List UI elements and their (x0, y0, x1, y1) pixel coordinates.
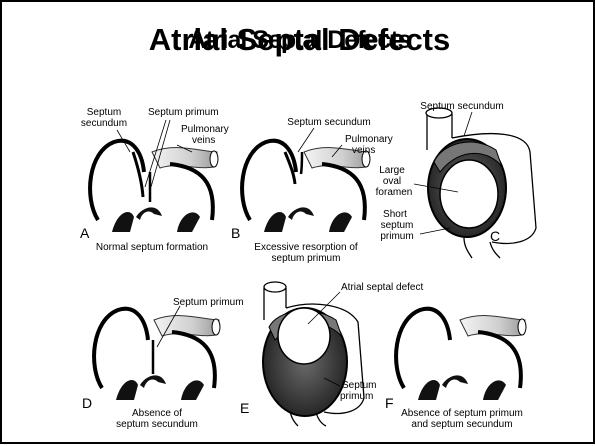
panel-b-valve-mid (288, 207, 314, 220)
panel-d: Septum primum D Absence of septum secund… (82, 297, 244, 430)
panel-f-heart-outline (396, 309, 450, 388)
panel-b-leader-secundum (298, 128, 314, 152)
panel-a-letter: A (80, 225, 90, 241)
panel-f: F Absence of septum primum and septum se… (385, 309, 526, 430)
panel-d-valve-left (116, 380, 138, 400)
panel-d-left-atrium-wall (172, 332, 215, 388)
panel-d-valve-mid (140, 375, 166, 388)
panel-d-letter: D (82, 395, 92, 411)
panel-b-caption-2: septum primum (272, 253, 341, 264)
panel-e-letter: E (240, 400, 249, 416)
panel-e-svc-top (264, 282, 286, 292)
panel-b-septum-primum-remnant (301, 152, 302, 174)
panel-a-label-pulmonary-veins-2: veins (192, 135, 215, 146)
panel-f-caption-2: and septum secundum (411, 419, 512, 430)
panel-d-vein-opening (212, 319, 220, 335)
panel-a: Septum secundum Septum primum Pulmonary … (80, 107, 229, 253)
panel-c-label-short: Short (383, 209, 407, 220)
panel-a-label-septum-primum: Septum primum (148, 107, 219, 118)
panel-d-caption-2: septum secundum (116, 419, 198, 430)
panel-a-label-septum-secundum-2: secundum (81, 118, 127, 129)
panel-c-label-primum: primum (380, 231, 413, 242)
panel-b-left-atrium-wall (322, 164, 365, 220)
panel-b-heart-outline (242, 141, 296, 220)
panel-d-caption-1: Absence of (132, 408, 182, 419)
panel-e-label-septum: Septum (342, 380, 376, 391)
panel-d-heart-outline (94, 309, 148, 388)
panel-c-label-large: Large (379, 165, 405, 176)
panel-f-valve-right (483, 380, 506, 400)
panel-c-label-septum-secundum: Septum secundum (420, 101, 503, 112)
panel-a-label-pulmonary-veins-1: Pulmonary (181, 124, 229, 135)
panel-c-leader-secundum (464, 112, 472, 136)
panel-c-large-oval-foramen (440, 160, 498, 228)
panel-a-valve-left (112, 212, 134, 232)
panel-e-label-atrial-septal-defect: Atrial septal defect (341, 282, 423, 293)
panel-f-letter: F (385, 395, 394, 411)
panel-a-vein-opening (210, 151, 218, 167)
panel-c-label-septum: septum (381, 220, 414, 231)
panel-f-caption-1: Absence of septum primum (401, 408, 523, 419)
panel-a-label-septum-secundum-1: Septum (87, 107, 121, 118)
panel-a-left-atrium-wall (170, 164, 213, 220)
panel-c-label-foramen: foramen (376, 187, 413, 198)
panel-a-valve-right (177, 212, 200, 232)
panel-b-valve-right (329, 212, 352, 232)
panel-a-valve-mid (136, 207, 162, 220)
panel-f-valve-mid (442, 375, 468, 388)
panel-b-label-pulmonary-veins-1: Pulmonary (345, 134, 393, 145)
panel-b-valve-left (264, 212, 286, 232)
panel-e-label-primum: primum (340, 391, 373, 402)
panel-b: Septum secundum Pulmonary veins B Excess… (231, 117, 393, 264)
panel-b-letter: B (231, 225, 240, 241)
panel-a-caption: Normal septum formation (96, 242, 208, 253)
panel-b-caption-1: Excessive resorption of (254, 242, 358, 253)
panel-f-vein-opening (518, 319, 526, 335)
panel-b-label-septum-secundum: Septum secundum (287, 117, 370, 128)
panel-a-heart-outline (90, 141, 144, 220)
panel-d-valve-right (181, 380, 204, 400)
panel-b-label-pulmonary-veins-2: veins (352, 145, 375, 156)
panel-f-valve-left (418, 380, 440, 400)
panel-e-atrial-septal-defect (278, 308, 330, 364)
panel-f-left-atrium-wall (478, 332, 521, 388)
panel-d-label-septum-primum: Septum primum (173, 297, 244, 308)
panel-c: Septum secundum Large oval foramen Short… (376, 101, 536, 258)
panel-c-letter: C (490, 228, 500, 244)
panel-c-label-oval: oval (383, 176, 401, 187)
panel-c-leader-primum (420, 228, 450, 234)
